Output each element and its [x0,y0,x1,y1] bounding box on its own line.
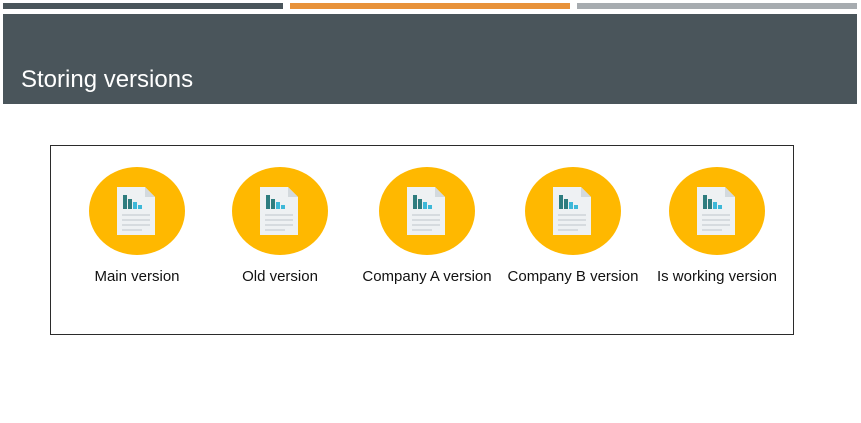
version-item-company-b[interactable]: Company B version [498,167,648,297]
version-item-old[interactable]: Old version [205,167,355,297]
version-item-main[interactable]: Main version [62,167,212,297]
document-chart-icon [379,167,475,255]
document-chart-icon [89,167,185,255]
document-chart-icon [525,167,621,255]
version-label: Company A version [362,268,492,285]
accent-bar-dark [3,3,283,9]
version-item-is-working[interactable]: Is working version [642,167,792,297]
document-chart-icon [669,167,765,255]
versions-frame [50,145,794,335]
slide-title: Storing versions [21,66,194,93]
document-chart-icon [232,167,328,255]
version-label: Company B version [507,268,639,285]
version-label: Is working version [656,268,778,285]
title-banner: Storing versions [3,14,857,104]
accent-bar-orange [290,3,570,9]
document-icon [697,187,735,235]
document-icon [117,187,155,235]
version-item-company-a[interactable]: Company A version [352,167,502,297]
accent-bar-gray [577,3,857,9]
version-label: Old version [242,268,318,285]
document-icon [553,187,591,235]
document-icon [407,187,445,235]
document-icon [260,187,298,235]
version-label: Main version [94,268,180,285]
